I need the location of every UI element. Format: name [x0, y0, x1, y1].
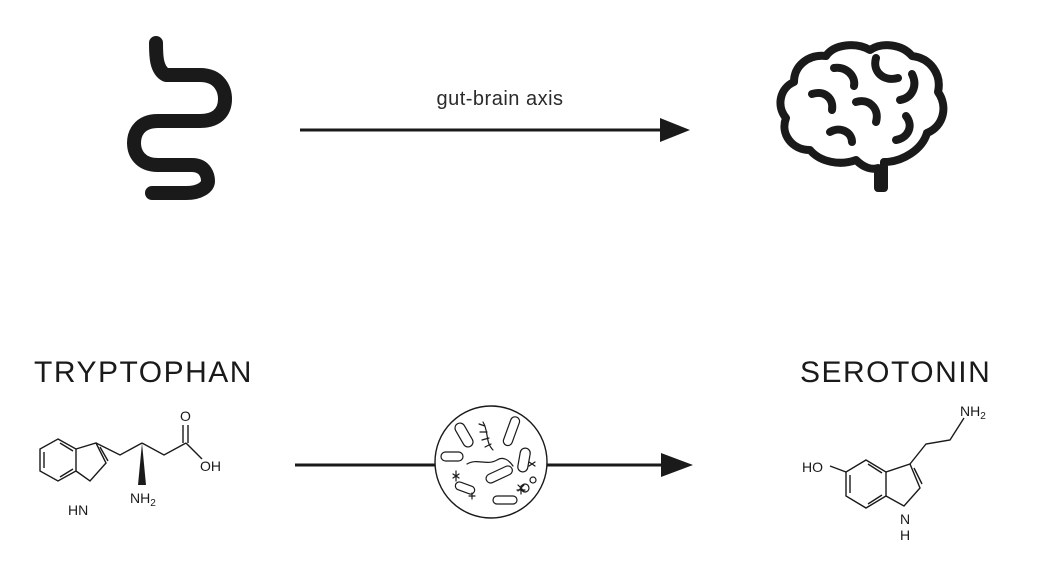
tryptophan-oxygen: O [180, 408, 191, 424]
tryptophan-structure: O OH HN NH2 [39, 408, 221, 518]
serotonin-hydroxy: HO [802, 459, 823, 475]
tryptophan-amine: NH2 [130, 490, 156, 509]
tryptophan-hydroxyl: OH [200, 458, 221, 474]
serotonin-indole-n: N [900, 511, 910, 527]
intestine-icon [127, 36, 232, 200]
serotonin-structure: HO NH2 N H [802, 403, 986, 543]
serotonin-amine: NH2 [960, 403, 986, 422]
gut-brain-arrow [300, 118, 690, 142]
gut-brain-axis-label: gut-brain axis [436, 88, 564, 110]
microbiome-icon [434, 405, 548, 519]
tryptophan-title: TRYPTOPHAN [34, 356, 253, 389]
serotonin-title: SEROTONIN [800, 356, 992, 389]
tryptophan-indole-nh: HN [68, 502, 88, 518]
brain-icon [776, 41, 948, 192]
serotonin-indole-h: H [900, 527, 910, 543]
